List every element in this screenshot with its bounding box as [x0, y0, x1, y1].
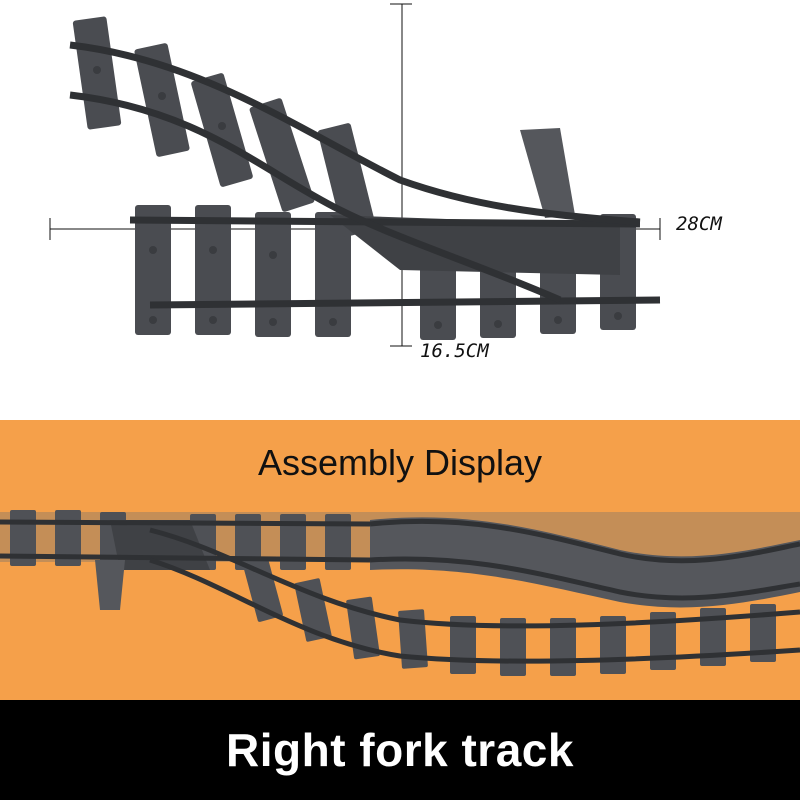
switch-lever [520, 128, 575, 218]
switch-base-plate [330, 215, 620, 275]
width-dimension-label: 28CM [676, 213, 722, 235]
assembly-rails [0, 518, 800, 664]
title-banner: Right fork track [0, 700, 800, 800]
product-photo-panel: 28CM 16.5CM [49, 3, 722, 362]
height-dimension-label: 16.5CM [420, 340, 489, 362]
assembly-display-panel: Assembly Display [0, 420, 800, 700]
assembly-switch-lever [95, 560, 125, 610]
flexible-track-section [370, 517, 800, 608]
product-title: Right fork track [226, 724, 574, 776]
assembly-track-illustration [0, 510, 800, 676]
assembly-display-heading: Assembly Display [257, 442, 543, 483]
straight-rails [129, 216, 661, 309]
curved-rails [69, 41, 641, 304]
track-studs [93, 66, 622, 329]
fork-track-illustration [49, 3, 661, 347]
